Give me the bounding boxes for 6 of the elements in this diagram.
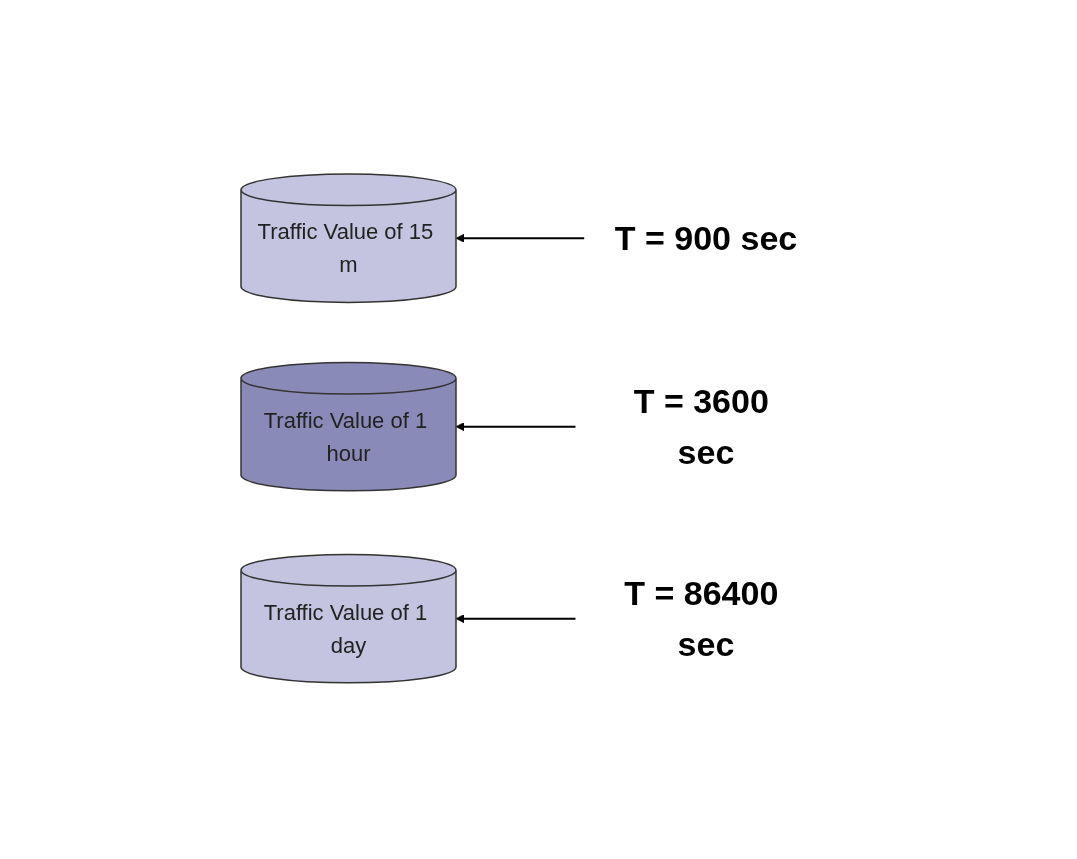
node-text: T = 3600 sec <box>633 381 769 471</box>
node-text: T = 900 sec <box>614 218 798 257</box>
arrow <box>455 614 577 624</box>
arrow <box>455 234 586 243</box>
arrow <box>455 422 577 432</box>
node-text: T = 86400 sec <box>624 573 779 663</box>
